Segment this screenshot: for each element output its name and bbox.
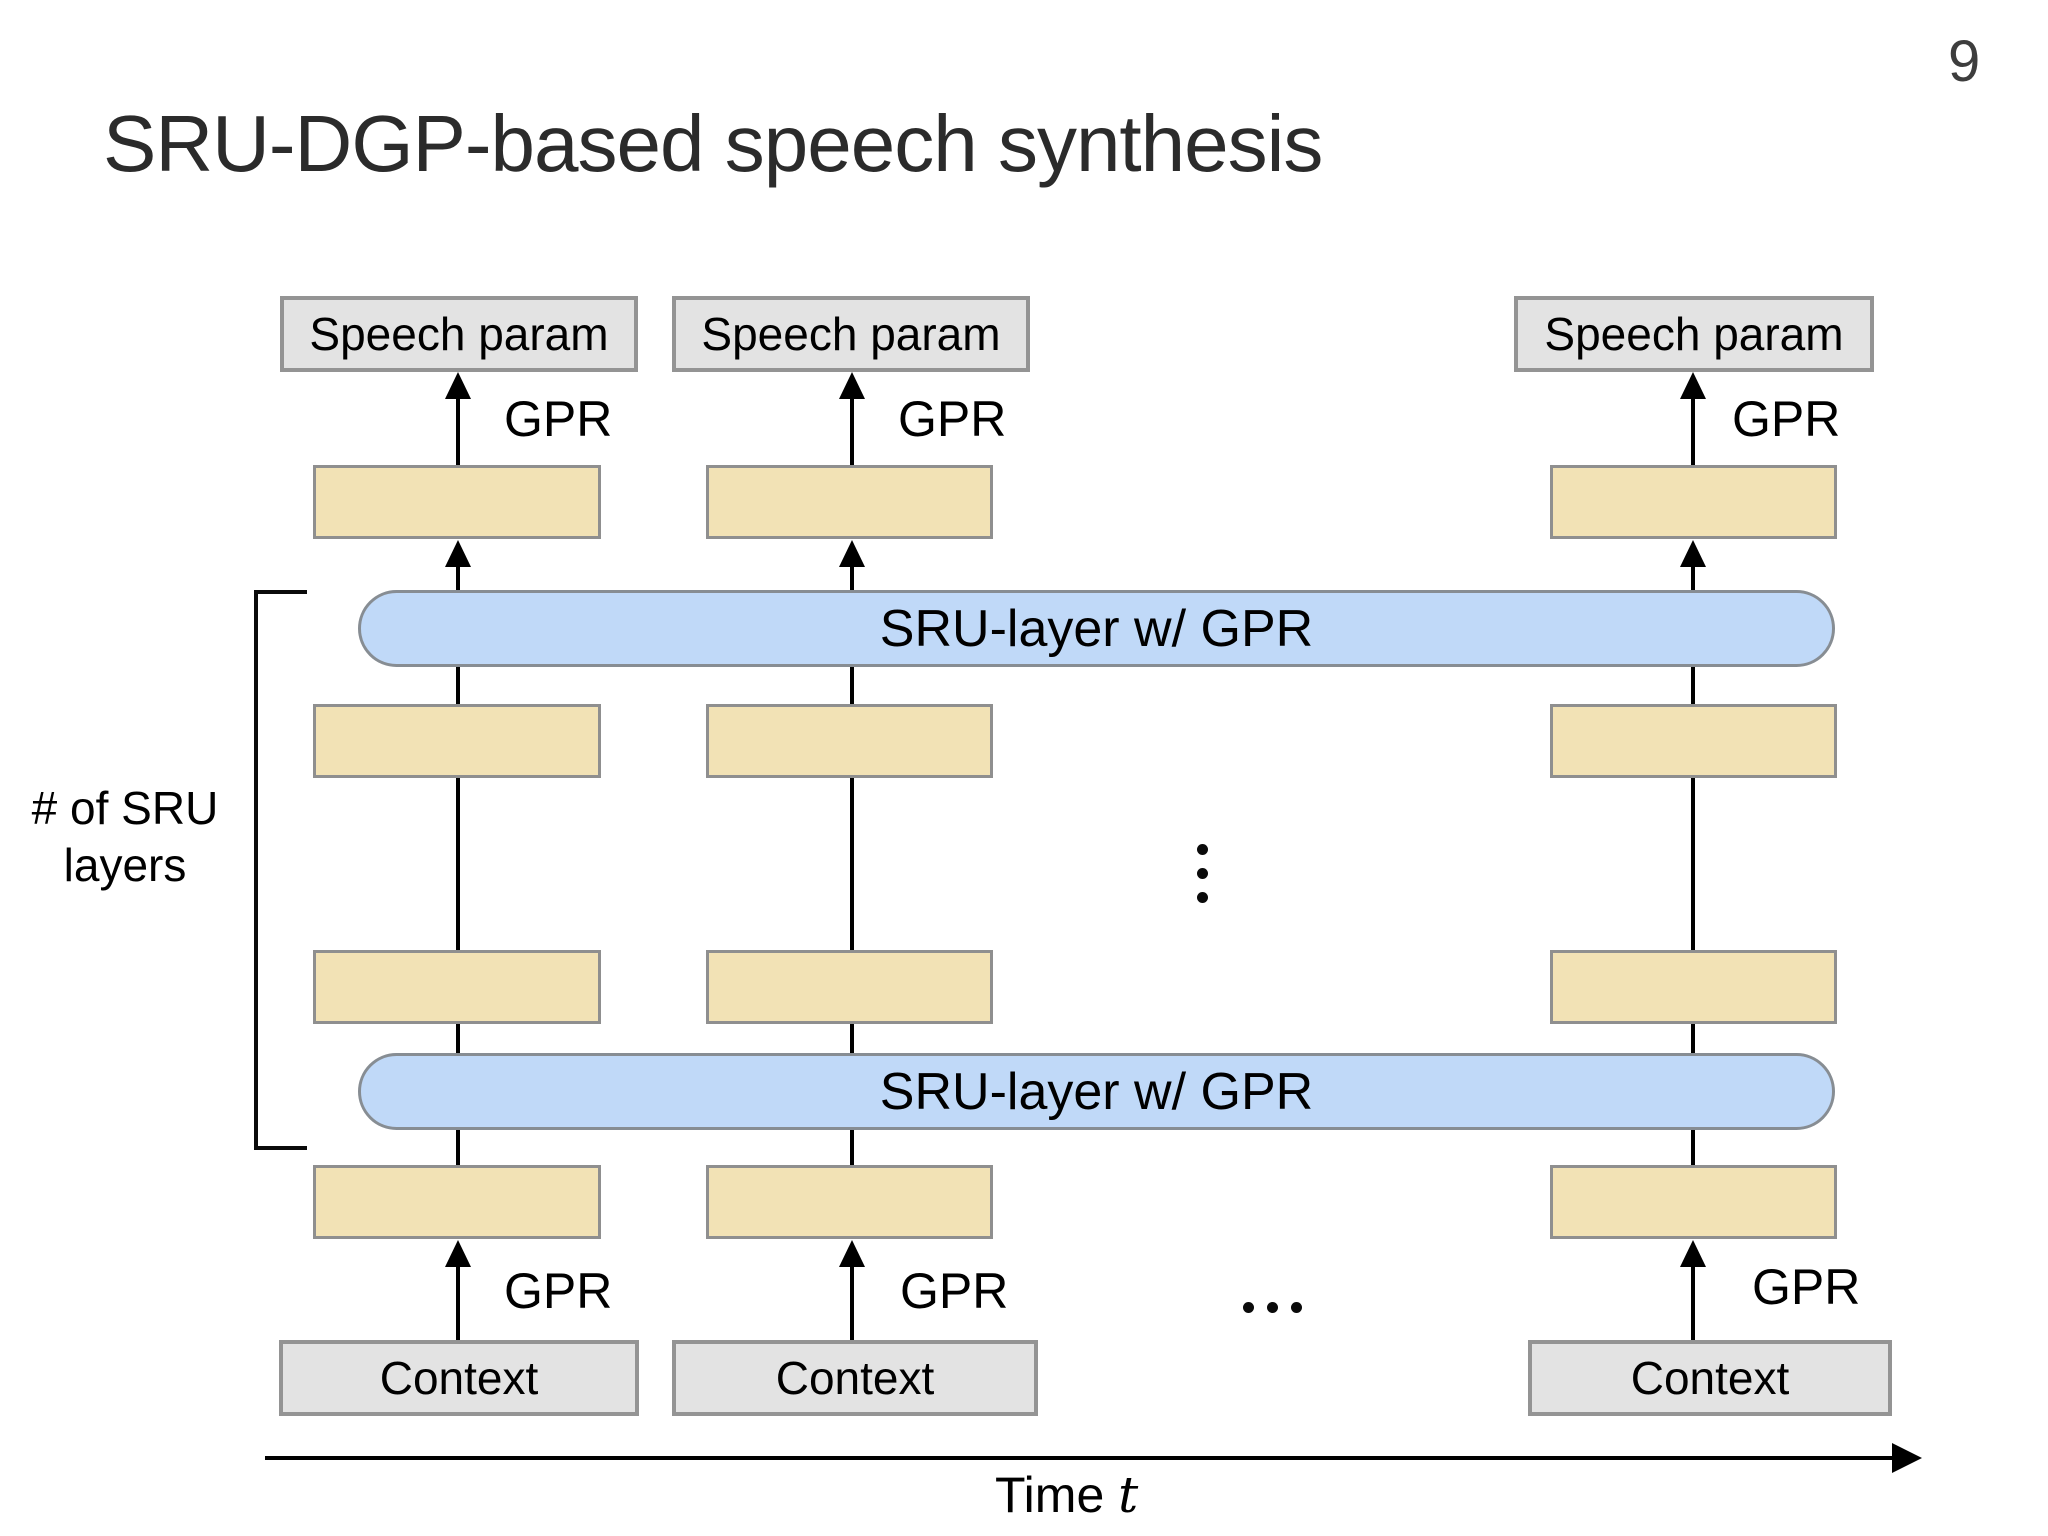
up-arrowhead-icon bbox=[839, 540, 865, 567]
up-arrowhead-icon bbox=[1680, 372, 1706, 399]
speech-param-box-t1: Speech param bbox=[280, 296, 638, 372]
hidden-layer-box bbox=[706, 1165, 993, 1239]
connector-line bbox=[850, 776, 854, 952]
sru-layer-bar-bottom: SRU-layer w/ GPR bbox=[358, 1053, 1835, 1130]
sru-layer-bar-top: SRU-layer w/ GPR bbox=[358, 590, 1835, 667]
connector-line bbox=[1691, 776, 1695, 952]
up-arrowhead-icon bbox=[839, 1240, 865, 1267]
up-arrowhead-icon bbox=[839, 372, 865, 399]
speech-param-box-t2: Speech param bbox=[672, 296, 1030, 372]
up-arrowhead-icon bbox=[445, 372, 471, 399]
connector-line bbox=[456, 776, 460, 952]
page-number: 9 bbox=[1948, 29, 1981, 94]
context-label: Context bbox=[775, 1352, 935, 1404]
layers-bracket-tick-bottom bbox=[254, 1146, 307, 1150]
horizontal-ellipsis-dot bbox=[1243, 1302, 1254, 1313]
vertical-ellipsis-dot bbox=[1197, 868, 1208, 879]
context-box-tn: Context bbox=[1528, 1340, 1892, 1416]
context-box-t1: Context bbox=[279, 1340, 639, 1416]
hidden-layer-box bbox=[706, 704, 993, 778]
horizontal-ellipsis-dot bbox=[1267, 1302, 1278, 1313]
horizontal-ellipsis-dot bbox=[1291, 1302, 1302, 1313]
gpr-label-bottom-t2: GPR bbox=[900, 1263, 1009, 1319]
layers-bracket-label-line2: layers bbox=[63, 838, 187, 891]
gpr-label-bottom-tn: GPR bbox=[1752, 1259, 1861, 1315]
hidden-layer-box bbox=[313, 950, 601, 1024]
arrow-stem bbox=[850, 564, 854, 592]
arrow-stem bbox=[1691, 396, 1695, 466]
arrow-stem bbox=[850, 396, 854, 466]
layers-bracket-tick-top bbox=[254, 590, 307, 594]
gpr-label-top-t2: GPR bbox=[898, 391, 1007, 447]
arrow-stem bbox=[1691, 564, 1695, 592]
hidden-layer-box bbox=[706, 465, 993, 539]
time-axis-arrowhead-icon bbox=[1892, 1443, 1922, 1473]
up-arrowhead-icon bbox=[1680, 540, 1706, 567]
connector-line bbox=[1691, 1022, 1695, 1055]
connector-line bbox=[1691, 1128, 1695, 1167]
gpr-label-top-tn: GPR bbox=[1732, 391, 1841, 447]
sru-layer-bar-label: SRU-layer w/ GPR bbox=[879, 1062, 1314, 1121]
hidden-layer-box bbox=[1550, 1165, 1837, 1239]
arrow-stem bbox=[1691, 1264, 1695, 1342]
connector-line bbox=[456, 665, 460, 706]
speech-param-box-tn: Speech param bbox=[1514, 296, 1874, 372]
arrow-stem bbox=[850, 1264, 854, 1342]
context-label: Context bbox=[379, 1352, 539, 1404]
time-axis-label-text: Time bbox=[995, 1467, 1105, 1523]
time-axis-line bbox=[265, 1456, 1895, 1460]
speech-param-label: Speech param bbox=[1544, 308, 1844, 360]
connector-line bbox=[850, 665, 854, 706]
arrow-stem bbox=[456, 1264, 460, 1342]
arrow-stem bbox=[456, 564, 460, 592]
time-axis-label: Time t bbox=[995, 1466, 1138, 1524]
context-label: Context bbox=[1630, 1352, 1790, 1404]
hidden-layer-box bbox=[313, 465, 601, 539]
layers-bracket-label: # of SRU layers bbox=[8, 780, 242, 893]
connector-line bbox=[456, 1022, 460, 1055]
connector-line bbox=[850, 1022, 854, 1055]
gpr-label-top-t1: GPR bbox=[504, 391, 613, 447]
hidden-layer-box bbox=[1550, 950, 1837, 1024]
layers-bracket-line bbox=[254, 590, 258, 1150]
arrow-stem bbox=[456, 396, 460, 466]
context-box-t2: Context bbox=[672, 1340, 1038, 1416]
hidden-layer-box bbox=[313, 1165, 601, 1239]
gpr-label-bottom-t1: GPR bbox=[504, 1263, 613, 1319]
sru-layer-bar-label: SRU-layer w/ GPR bbox=[879, 599, 1314, 658]
hidden-layer-box bbox=[1550, 704, 1837, 778]
layers-bracket-label-line1: # of SRU bbox=[31, 782, 219, 834]
time-axis-variable: t bbox=[1118, 1466, 1139, 1524]
hidden-layer-box bbox=[706, 950, 993, 1024]
connector-line bbox=[1691, 665, 1695, 706]
up-arrowhead-icon bbox=[445, 1240, 471, 1267]
page-title: SRU-DGP-based speech synthesis bbox=[103, 99, 1323, 188]
up-arrowhead-icon bbox=[445, 540, 471, 567]
hidden-layer-box bbox=[313, 704, 601, 778]
connector-line bbox=[850, 1128, 854, 1167]
connector-line bbox=[456, 1128, 460, 1167]
speech-param-label: Speech param bbox=[309, 308, 609, 360]
up-arrowhead-icon bbox=[1680, 1240, 1706, 1267]
vertical-ellipsis-dot bbox=[1197, 844, 1208, 855]
hidden-layer-box bbox=[1550, 465, 1837, 539]
speech-param-label: Speech param bbox=[701, 308, 1001, 360]
vertical-ellipsis-dot bbox=[1197, 892, 1208, 903]
